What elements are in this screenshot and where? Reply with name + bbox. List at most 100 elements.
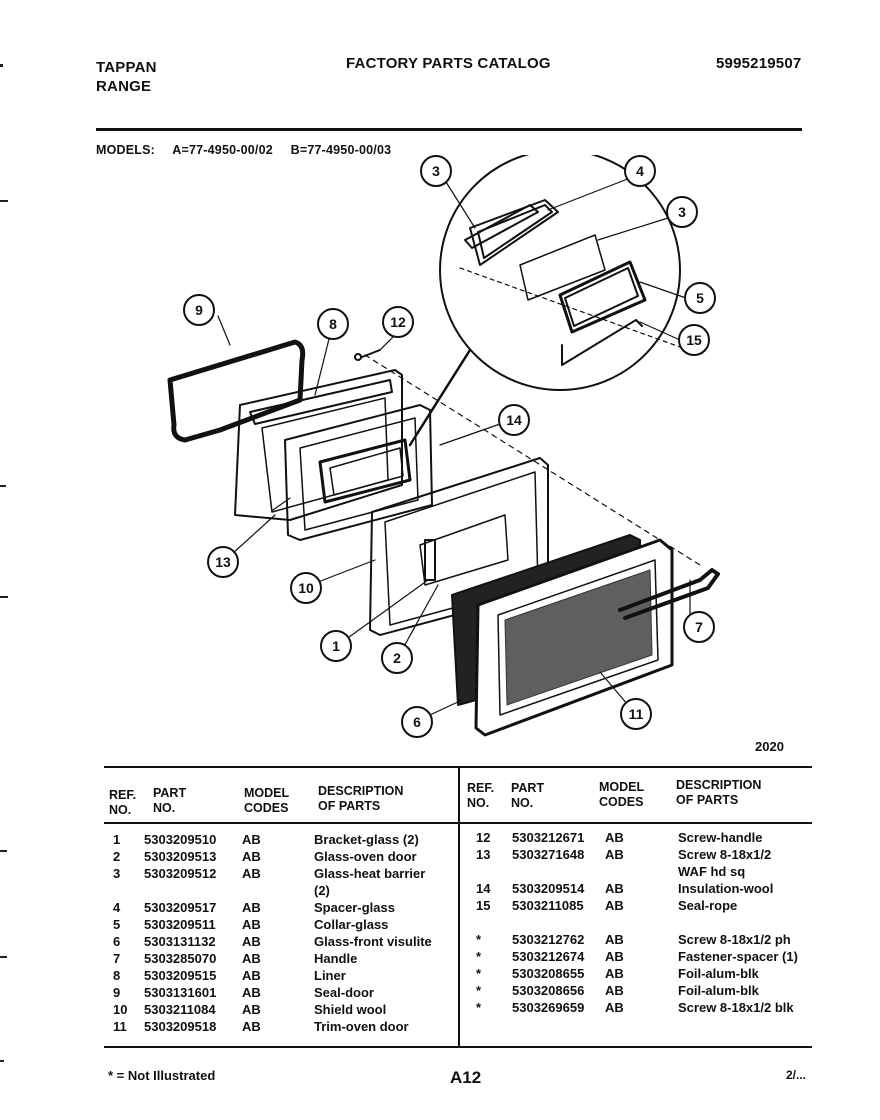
ref-cell: * (476, 1000, 482, 1015)
callout-label: 4 (636, 163, 644, 179)
code-cell: AB (242, 832, 261, 847)
catalog-number: 5995219507 (716, 55, 802, 72)
part-cell: 5303209518 (144, 1019, 217, 1034)
ref-cell: 2 (113, 849, 121, 864)
part-cell: 5303212762 (512, 932, 585, 947)
ref-cell: 13 (476, 847, 491, 862)
inner-panel-part (284, 404, 433, 541)
code-cell: AB (242, 968, 261, 983)
ref-cell: 5 (113, 917, 121, 932)
desc-cell: Handle (314, 951, 358, 966)
desc-cell: Foil-alum-blk (678, 983, 759, 998)
ref-cell: 9 (113, 985, 121, 1000)
callout-label: 10 (298, 580, 314, 596)
callout-label: 9 (195, 302, 203, 318)
desc-cell: Trim-oven door (314, 1019, 409, 1034)
callout-3b (666, 196, 698, 228)
screw-part (354, 353, 362, 361)
part-cell: 5303208656 (512, 983, 585, 998)
callout-10 (290, 572, 322, 604)
callout-15 (678, 324, 710, 356)
callout-5 (684, 282, 716, 314)
page-title: FACTORY PARTS CATALOG (346, 55, 551, 72)
desc-cell: Fastener-spacer (1) (678, 949, 798, 964)
model-b: B=77-4950-00/03 (290, 143, 392, 157)
page-number: A12 (450, 1068, 482, 1087)
code-cell: AB (605, 932, 624, 947)
callout-label: 7 (695, 619, 703, 635)
callout-12 (382, 306, 414, 338)
callout-label: 3 (432, 163, 440, 179)
code-cell: AB (605, 847, 624, 862)
ref-cell: 10 (113, 1002, 128, 1017)
callout-label: 6 (413, 714, 421, 730)
desc-cell: WAF hd sq (678, 864, 746, 879)
ref-cell: 4 (113, 900, 121, 915)
ref-cell: 14 (476, 881, 491, 896)
models-line: MODELS: A=77-4950-00/02 B=77-4950-00/03 (96, 143, 405, 157)
header-ref-no: REF.NO. (467, 781, 495, 810)
scan-mark (0, 956, 7, 958)
callout-label: 15 (686, 332, 702, 348)
code-cell: AB (242, 934, 261, 949)
desc-cell: Screw 8-18x1/2 ph (678, 932, 791, 947)
desc-cell: (2) (314, 883, 330, 898)
desc-cell: Spacer-glass (314, 900, 395, 915)
page-edge (0, 0, 8, 1120)
code-cell: AB (605, 966, 624, 981)
part-cell: 5303209515 (144, 968, 217, 983)
part-cell: 5303212671 (512, 830, 585, 845)
callout-13 (207, 546, 239, 578)
part-cell: 5303211085 (512, 898, 584, 913)
callout-label: 5 (696, 290, 704, 306)
not-illustrated-note: * = Not Illustrated (108, 1068, 216, 1083)
scan-mark (0, 1060, 4, 1062)
part-cell: 5303285070 (144, 951, 217, 966)
callout-9 (183, 294, 215, 326)
part-cell: 5303208655 (512, 966, 585, 981)
part-cell: 5303209510 (144, 832, 217, 847)
code-cell: AB (605, 898, 624, 913)
ref-cell: 8 (113, 968, 121, 983)
part-cell: 5303211084 (144, 1002, 216, 1017)
liner-part (234, 369, 403, 521)
desc-cell: Seal-rope (678, 898, 738, 913)
ref-cell: * (476, 966, 482, 981)
seal-door-part (167, 339, 306, 443)
ref-cell: 11 (113, 1019, 127, 1034)
table-bottom-rule (104, 1046, 812, 1048)
desc-cell: Glass-oven door (314, 849, 417, 864)
desc-cell: Screw 8-18x1/2 blk (678, 1000, 794, 1015)
code-cell: AB (242, 900, 261, 915)
callout-label: 8 (329, 316, 337, 332)
glass-frame-part (318, 438, 412, 504)
callout-14 (498, 404, 530, 436)
code-cell: AB (605, 1000, 624, 1015)
code-cell: AB (242, 849, 261, 864)
ref-cell: 7 (113, 951, 121, 966)
code-cell: AB (242, 917, 261, 932)
table-top-rule (104, 766, 812, 768)
callout-label: 14 (506, 412, 522, 428)
detail-magnifier (439, 155, 681, 391)
scan-mark (0, 200, 8, 202)
callout-label: 11 (629, 706, 644, 722)
ref-cell: 12 (476, 830, 491, 845)
ref-cell: 6 (113, 934, 121, 949)
ref-cell: * (476, 949, 482, 964)
callout-3a (420, 155, 452, 187)
callout-label: 1 (332, 638, 340, 654)
desc-cell: Screw 8-18x1/2 (678, 847, 772, 862)
desc-cell: Glass-heat barrier (314, 866, 426, 881)
exploded-door-diagram: 3 4 3 5 15 9 8 12 14 13 10 1 2 7 6 11 (167, 155, 720, 738)
desc-cell: Glass-front visulite (314, 934, 432, 949)
ref-cell: * (476, 983, 482, 998)
code-cell: AB (605, 949, 624, 964)
model-a: A=77-4950-00/02 (172, 143, 273, 157)
callout-label: 3 (678, 204, 686, 220)
callout-label: 13 (215, 554, 231, 570)
